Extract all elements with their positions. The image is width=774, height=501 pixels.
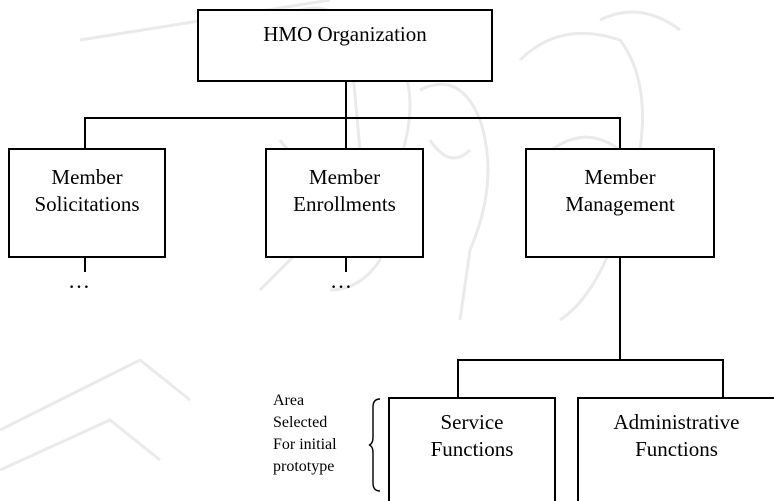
member-solicitations-line1: Member	[51, 165, 123, 189]
enrollments-drop-line	[345, 117, 347, 150]
administrative-functions-line1: Administrative	[613, 410, 740, 434]
administrative-drop-line	[722, 359, 724, 397]
hmo-organization-box: HMO Organization	[197, 9, 493, 82]
solicitations-drop-line	[84, 117, 86, 150]
service-drop-line	[457, 359, 459, 397]
member-management-box: Member Management	[525, 148, 715, 258]
member-enrollments-box: Member Enrollments	[265, 148, 424, 258]
member-management-line1: Member	[584, 165, 656, 189]
member-solicitations-box: Member Solicitations	[8, 148, 166, 258]
member-enrollments-line1: Member	[308, 165, 381, 189]
enrollments-continuation-line	[345, 256, 347, 272]
annotation-line1: Area	[273, 392, 305, 409]
root-stem-line	[345, 80, 347, 118]
service-functions-line2: Functions	[430, 437, 514, 461]
annotation-line2: Selected	[273, 414, 328, 431]
annotation-line4: prototype	[273, 458, 335, 475]
member-solicitations-line2: Solicitations	[34, 192, 140, 216]
level3-bus-line	[457, 359, 724, 361]
service-functions-box: Service Functions	[388, 397, 556, 501]
prototype-annotation: Area Selected For initial prototype	[273, 390, 337, 478]
enrollments-ellipsis: …	[330, 268, 354, 293]
management-stem-line	[619, 256, 621, 360]
curly-brace-icon	[368, 398, 381, 492]
administrative-functions-box: Administrative Functions	[577, 397, 774, 501]
administrative-functions-line2: Functions	[635, 437, 718, 461]
annotation-line3: For initial	[273, 436, 337, 453]
solicitations-ellipsis: …	[68, 268, 92, 293]
level2-bus-line	[84, 117, 621, 119]
hmo-organization-label: HMO Organization	[263, 22, 427, 46]
member-enrollments-line2: Enrollments	[293, 192, 396, 216]
solicitations-continuation-line	[84, 256, 86, 272]
member-management-line2: Management	[565, 192, 675, 216]
management-drop-line	[619, 117, 621, 150]
service-functions-line1: Service	[440, 410, 504, 434]
